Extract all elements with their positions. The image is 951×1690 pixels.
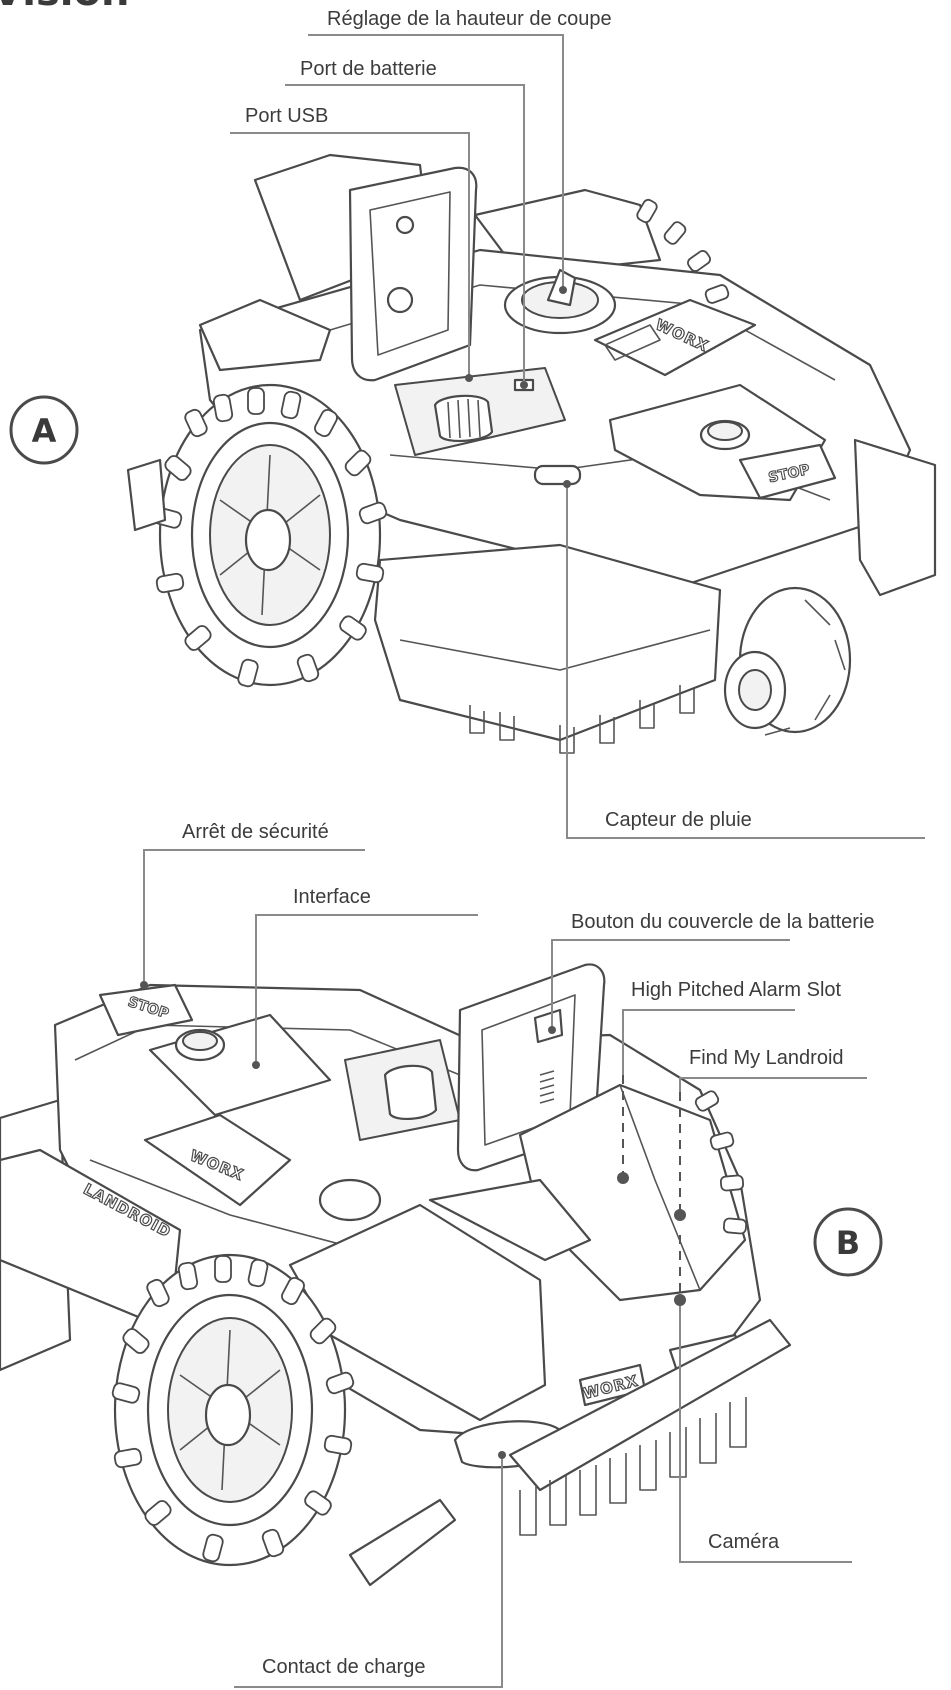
label-usb-port: Port USB	[245, 105, 328, 127]
leaders-a	[230, 34, 925, 839]
label-safety-stop: Arrêt de sécurité	[182, 821, 329, 843]
label-battery-cover-button: Bouton du couvercle de la batterie	[571, 911, 875, 933]
leaders-b	[140, 849, 867, 1688]
view-b-badge: B	[813, 1207, 883, 1277]
svg-text:B: B	[836, 1224, 860, 1262]
label-battery-port: Port de batterie	[300, 58, 437, 80]
wheel-b-front-left	[111, 1253, 355, 1567]
label-find-landroid: Find My Landroid	[689, 1047, 844, 1069]
view-a-badge: A	[9, 395, 79, 465]
mower-a-illustration: WORX STOP	[126, 153, 937, 754]
mower-b-illustration: STOP WORX LANDROID	[0, 963, 792, 1587]
page-title: Vision	[0, 0, 129, 15]
wheel-a-front-left	[153, 383, 388, 688]
label-charge-contact: Contact de charge	[262, 1656, 425, 1678]
caster-wheel-a	[723, 586, 852, 736]
label-camera: Caméra	[708, 1531, 780, 1553]
view-b: B STOP	[0, 821, 883, 1688]
label-alarm-slot: High Pitched Alarm Slot	[631, 979, 842, 1001]
label-height-adjust: Réglage de la hauteur de coupe	[327, 8, 612, 30]
label-interface: Interface	[293, 886, 371, 908]
label-rain-sensor: Capteur de pluie	[605, 809, 752, 831]
view-a: A	[9, 8, 937, 839]
svg-text:A: A	[32, 412, 57, 450]
